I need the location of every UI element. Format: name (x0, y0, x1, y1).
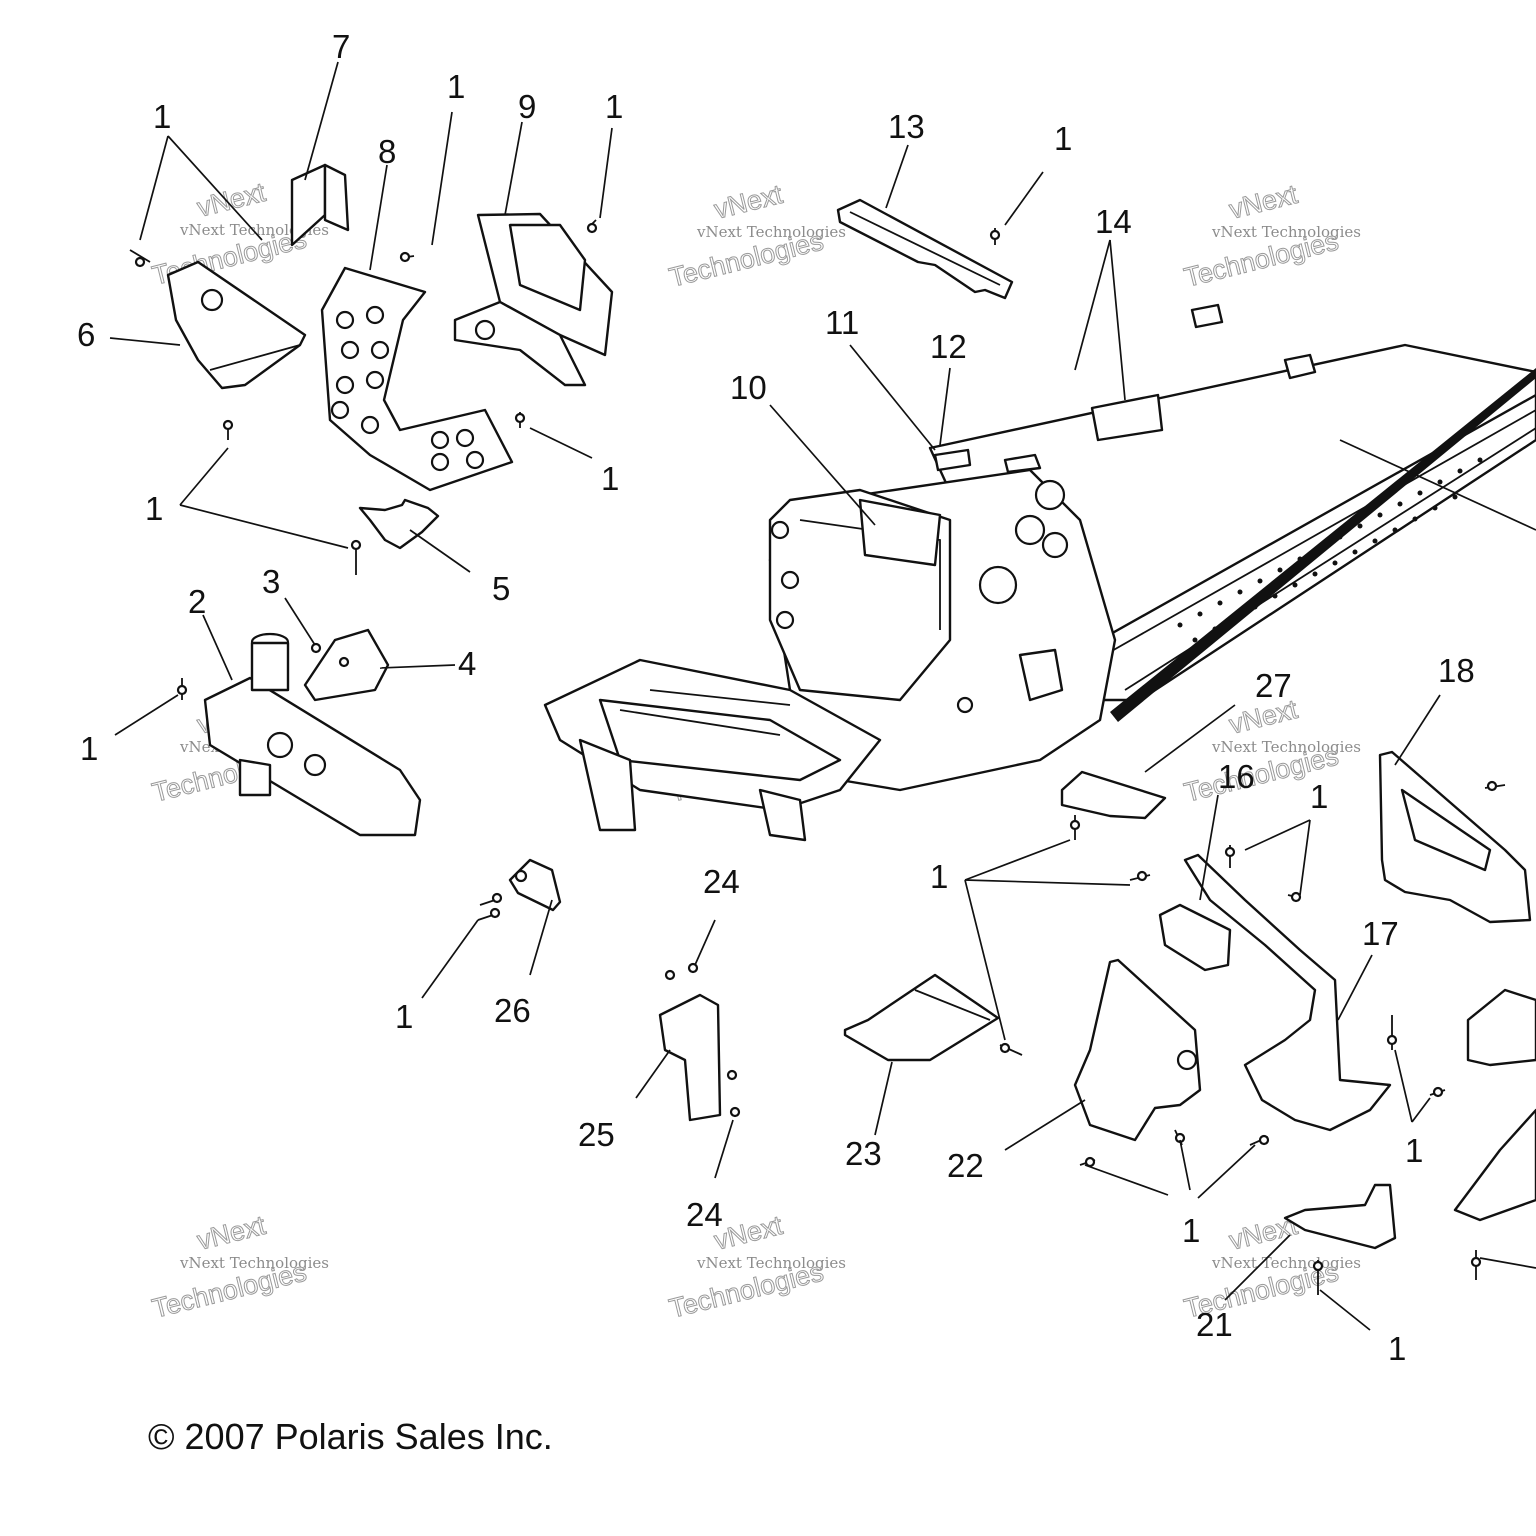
chassis-frame (543, 303, 1536, 842)
part-17-arm (1183, 853, 1392, 1132)
part-27-plate (1060, 770, 1167, 820)
callout-1: 1 (153, 98, 171, 135)
part-13-shield (836, 198, 1014, 300)
part-16-block (1158, 903, 1232, 972)
part-21-bracket (1283, 1183, 1397, 1250)
callout-1: 1 (395, 998, 413, 1035)
callout-1: 1 (1054, 120, 1072, 157)
callout-12: 12 (930, 328, 967, 365)
callout-4: 4 (458, 645, 476, 682)
watermark: vNext Technologies vNext Technologies (149, 1209, 329, 1324)
svg-text:vNext Technologies: vNext Technologies (1211, 1254, 1361, 1272)
callout-1: 1 (930, 858, 948, 895)
part-7-bracket (290, 163, 350, 247)
part-18-housing (1378, 750, 1532, 924)
callout-labels: 1 7 8 1 9 1 6 1 1 5 2 3 4 1 1 26 13 1 14… (77, 28, 1475, 1367)
watermark: vNext Technologies vNext Technologies (666, 178, 846, 293)
callout-21: 21 (1196, 1306, 1233, 1343)
callout-1: 1 (1405, 1132, 1423, 1169)
part-23-shield (843, 973, 1000, 1062)
callout-1: 1 (145, 490, 163, 527)
leader-lines (109, 61, 1536, 1331)
callout-24: 24 (686, 1196, 723, 1233)
callout-16: 16 (1218, 758, 1255, 795)
callout-14: 14 (1095, 203, 1132, 240)
callout-18: 18 (1438, 652, 1475, 689)
part-6-plate (166, 260, 307, 390)
callout-2: 2 (188, 583, 206, 620)
watermark: vNext Technologies vNext Technologies (1181, 693, 1361, 808)
callout-7: 7 (332, 28, 350, 65)
callout-1: 1 (447, 68, 465, 105)
callout-26: 26 (494, 992, 531, 1029)
callout-1: 1 (1310, 778, 1328, 815)
callout-24: 24 (703, 863, 740, 900)
part-9-panel (453, 212, 614, 387)
callout-1: 1 (1182, 1212, 1200, 1249)
svg-text:vNext: vNext (194, 177, 269, 223)
part-26-cap (508, 858, 562, 912)
callout-5: 5 (492, 570, 510, 607)
callout-6: 6 (77, 316, 95, 353)
part-5-clip (358, 498, 440, 550)
svg-text:vNext: vNext (194, 1210, 269, 1256)
svg-text:vNext Technologies: vNext Technologies (179, 1254, 329, 1272)
svg-text:vNext Technologies: vNext Technologies (696, 223, 846, 241)
part-8-footrest-plate (320, 266, 514, 492)
callout-8: 8 (378, 133, 396, 170)
callout-1: 1 (80, 730, 98, 767)
callout-1: 1 (605, 88, 623, 125)
svg-text:vNext: vNext (711, 179, 786, 225)
callout-17: 17 (1362, 915, 1399, 952)
svg-text:vNext: vNext (1226, 179, 1301, 225)
cooler-rail (1110, 368, 1536, 722)
callout-1: 1 (1388, 1330, 1406, 1367)
callout-27: 27 (1255, 667, 1292, 704)
part-25-bracket (658, 993, 722, 1122)
callout-25: 25 (578, 1116, 615, 1153)
svg-text:vNext Technologies: vNext Technologies (1211, 223, 1361, 241)
svg-text:vNext Technologies: vNext Technologies (696, 1254, 846, 1272)
callout-13: 13 (888, 108, 925, 145)
callout-23: 23 (845, 1135, 882, 1172)
copyright-notice: © 2007 Polaris Sales Inc. (148, 1416, 553, 1457)
right-edge-parts (1453, 988, 1536, 1222)
callout-1: 1 (601, 460, 619, 497)
callout-22: 22 (947, 1147, 984, 1184)
part-2-crossmember (203, 632, 422, 837)
callout-9: 9 (518, 88, 536, 125)
callout-10: 10 (730, 369, 767, 406)
callout-3: 3 (262, 563, 280, 600)
watermark: vNext Technologies vNext Technologies (1181, 178, 1361, 293)
callout-11: 11 (825, 304, 859, 341)
part-22-panel (1073, 958, 1202, 1142)
svg-text:vNext Technologies: vNext Technologies (1211, 738, 1361, 756)
